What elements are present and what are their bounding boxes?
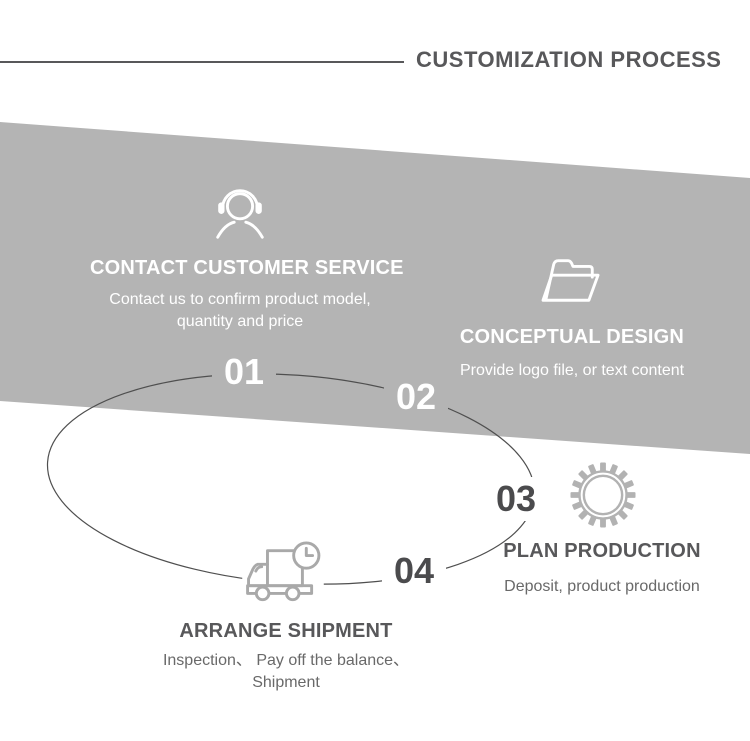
open-folder-icon bbox=[538, 251, 606, 312]
step1-description: Contact us to confirm product model, qua… bbox=[109, 291, 371, 330]
gear-icon bbox=[570, 462, 636, 533]
step3-description: Deposit, product production bbox=[504, 578, 700, 595]
diagonal-band bbox=[0, 122, 750, 454]
delivery-truck-clock-icon bbox=[242, 541, 324, 612]
headset-icon bbox=[209, 182, 271, 249]
step4-description: Inspection、 Pay off the balance、 Shipmen… bbox=[162, 652, 410, 691]
step3-title: PLAN PRODUCTION bbox=[503, 540, 701, 562]
step2-number: 02 bbox=[384, 375, 448, 419]
step2-title: CONCEPTUAL DESIGN bbox=[459, 326, 685, 348]
step1-number: 01 bbox=[212, 350, 276, 394]
step4-title: ARRANGE SHIPMENT bbox=[179, 620, 393, 642]
step3-number: 03 bbox=[484, 477, 548, 521]
step1-title: CONTACT CUSTOMER SERVICE bbox=[90, 257, 404, 279]
page-title: CUSTOMIZATION PROCESS bbox=[416, 47, 722, 72]
step4-number: 04 bbox=[382, 549, 446, 593]
header-rule-line bbox=[0, 61, 404, 63]
step2-description: Provide logo file, or text content bbox=[459, 362, 685, 379]
